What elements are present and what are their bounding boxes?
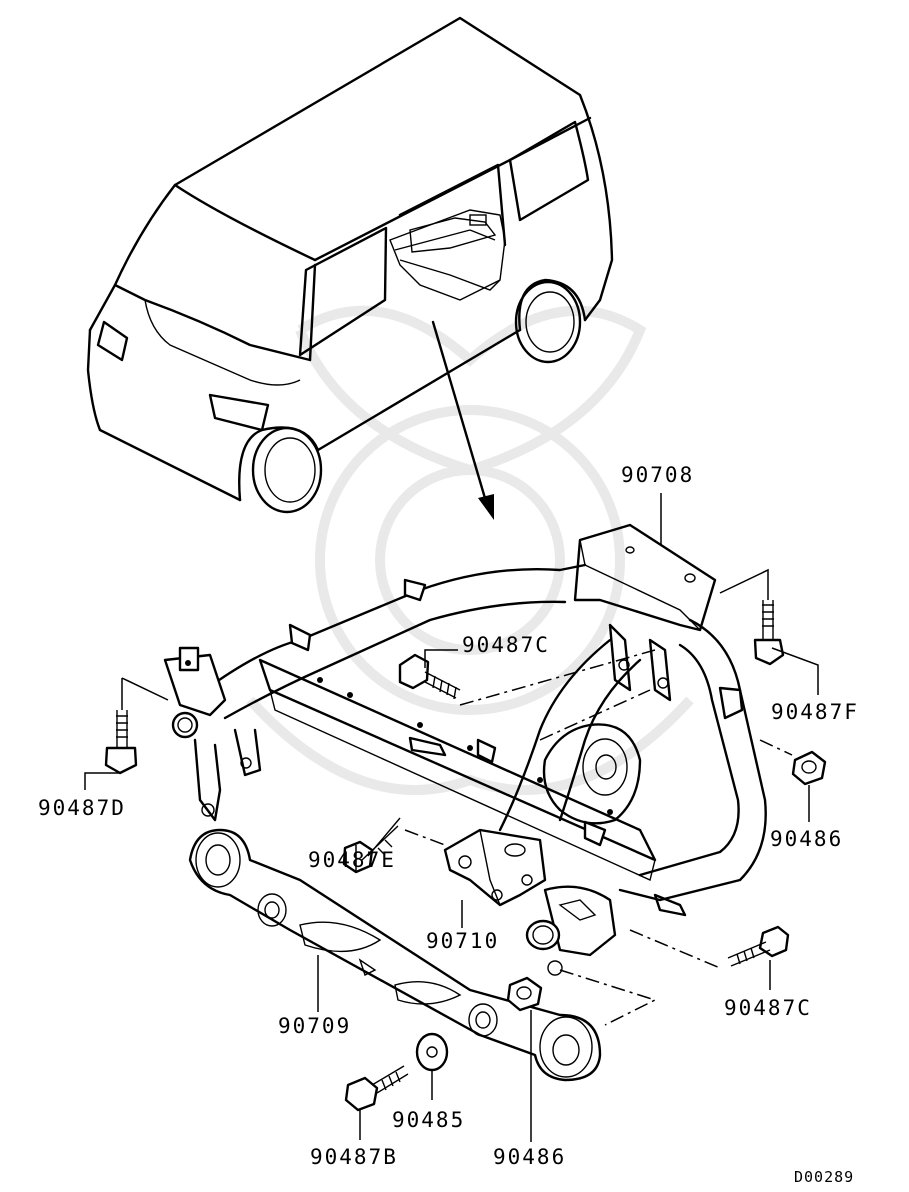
bolt-90487E — [342, 817, 401, 874]
callout-90710: 90710 — [426, 929, 500, 953]
callout-90487D: 90487D — [38, 796, 126, 820]
washer-90485 — [415, 1032, 449, 1072]
watermark-emblem — [246, 305, 694, 795]
van-illustration — [86, 16, 614, 514]
pointer-arrow — [431, 320, 494, 520]
callout-90486-bottom: 90486 — [493, 1145, 567, 1169]
callout-90708: 90708 — [621, 463, 695, 487]
nut-90486-bottom — [506, 976, 543, 1012]
trailing-arm-90709 — [188, 828, 602, 1082]
bolt-90487D — [104, 710, 138, 775]
callout-90487F: 90487F — [771, 700, 859, 724]
nut-90486-right — [791, 750, 827, 786]
bolt-90487F — [753, 600, 785, 666]
bracket-90710 — [443, 828, 547, 907]
callout-90485: 90485 — [392, 1108, 466, 1132]
bolt-90487B — [344, 1065, 409, 1112]
callout-90487C-top: 90487C — [462, 633, 550, 657]
bolt-90487C-top — [398, 653, 461, 700]
callout-90487C-bottom: 90487C — [724, 996, 812, 1020]
leader-lines — [84, 493, 819, 1142]
callout-90487B: 90487B — [310, 1145, 398, 1169]
callout-90486-right: 90486 — [770, 827, 844, 851]
callout-90487E: 90487E — [308, 848, 396, 872]
callout-90709: 90709 — [278, 1014, 352, 1038]
bolt-90487C-bottom — [727, 925, 790, 967]
diagram-code: D00289 — [794, 1168, 855, 1186]
rear-crossmember-90708 — [163, 523, 767, 976]
